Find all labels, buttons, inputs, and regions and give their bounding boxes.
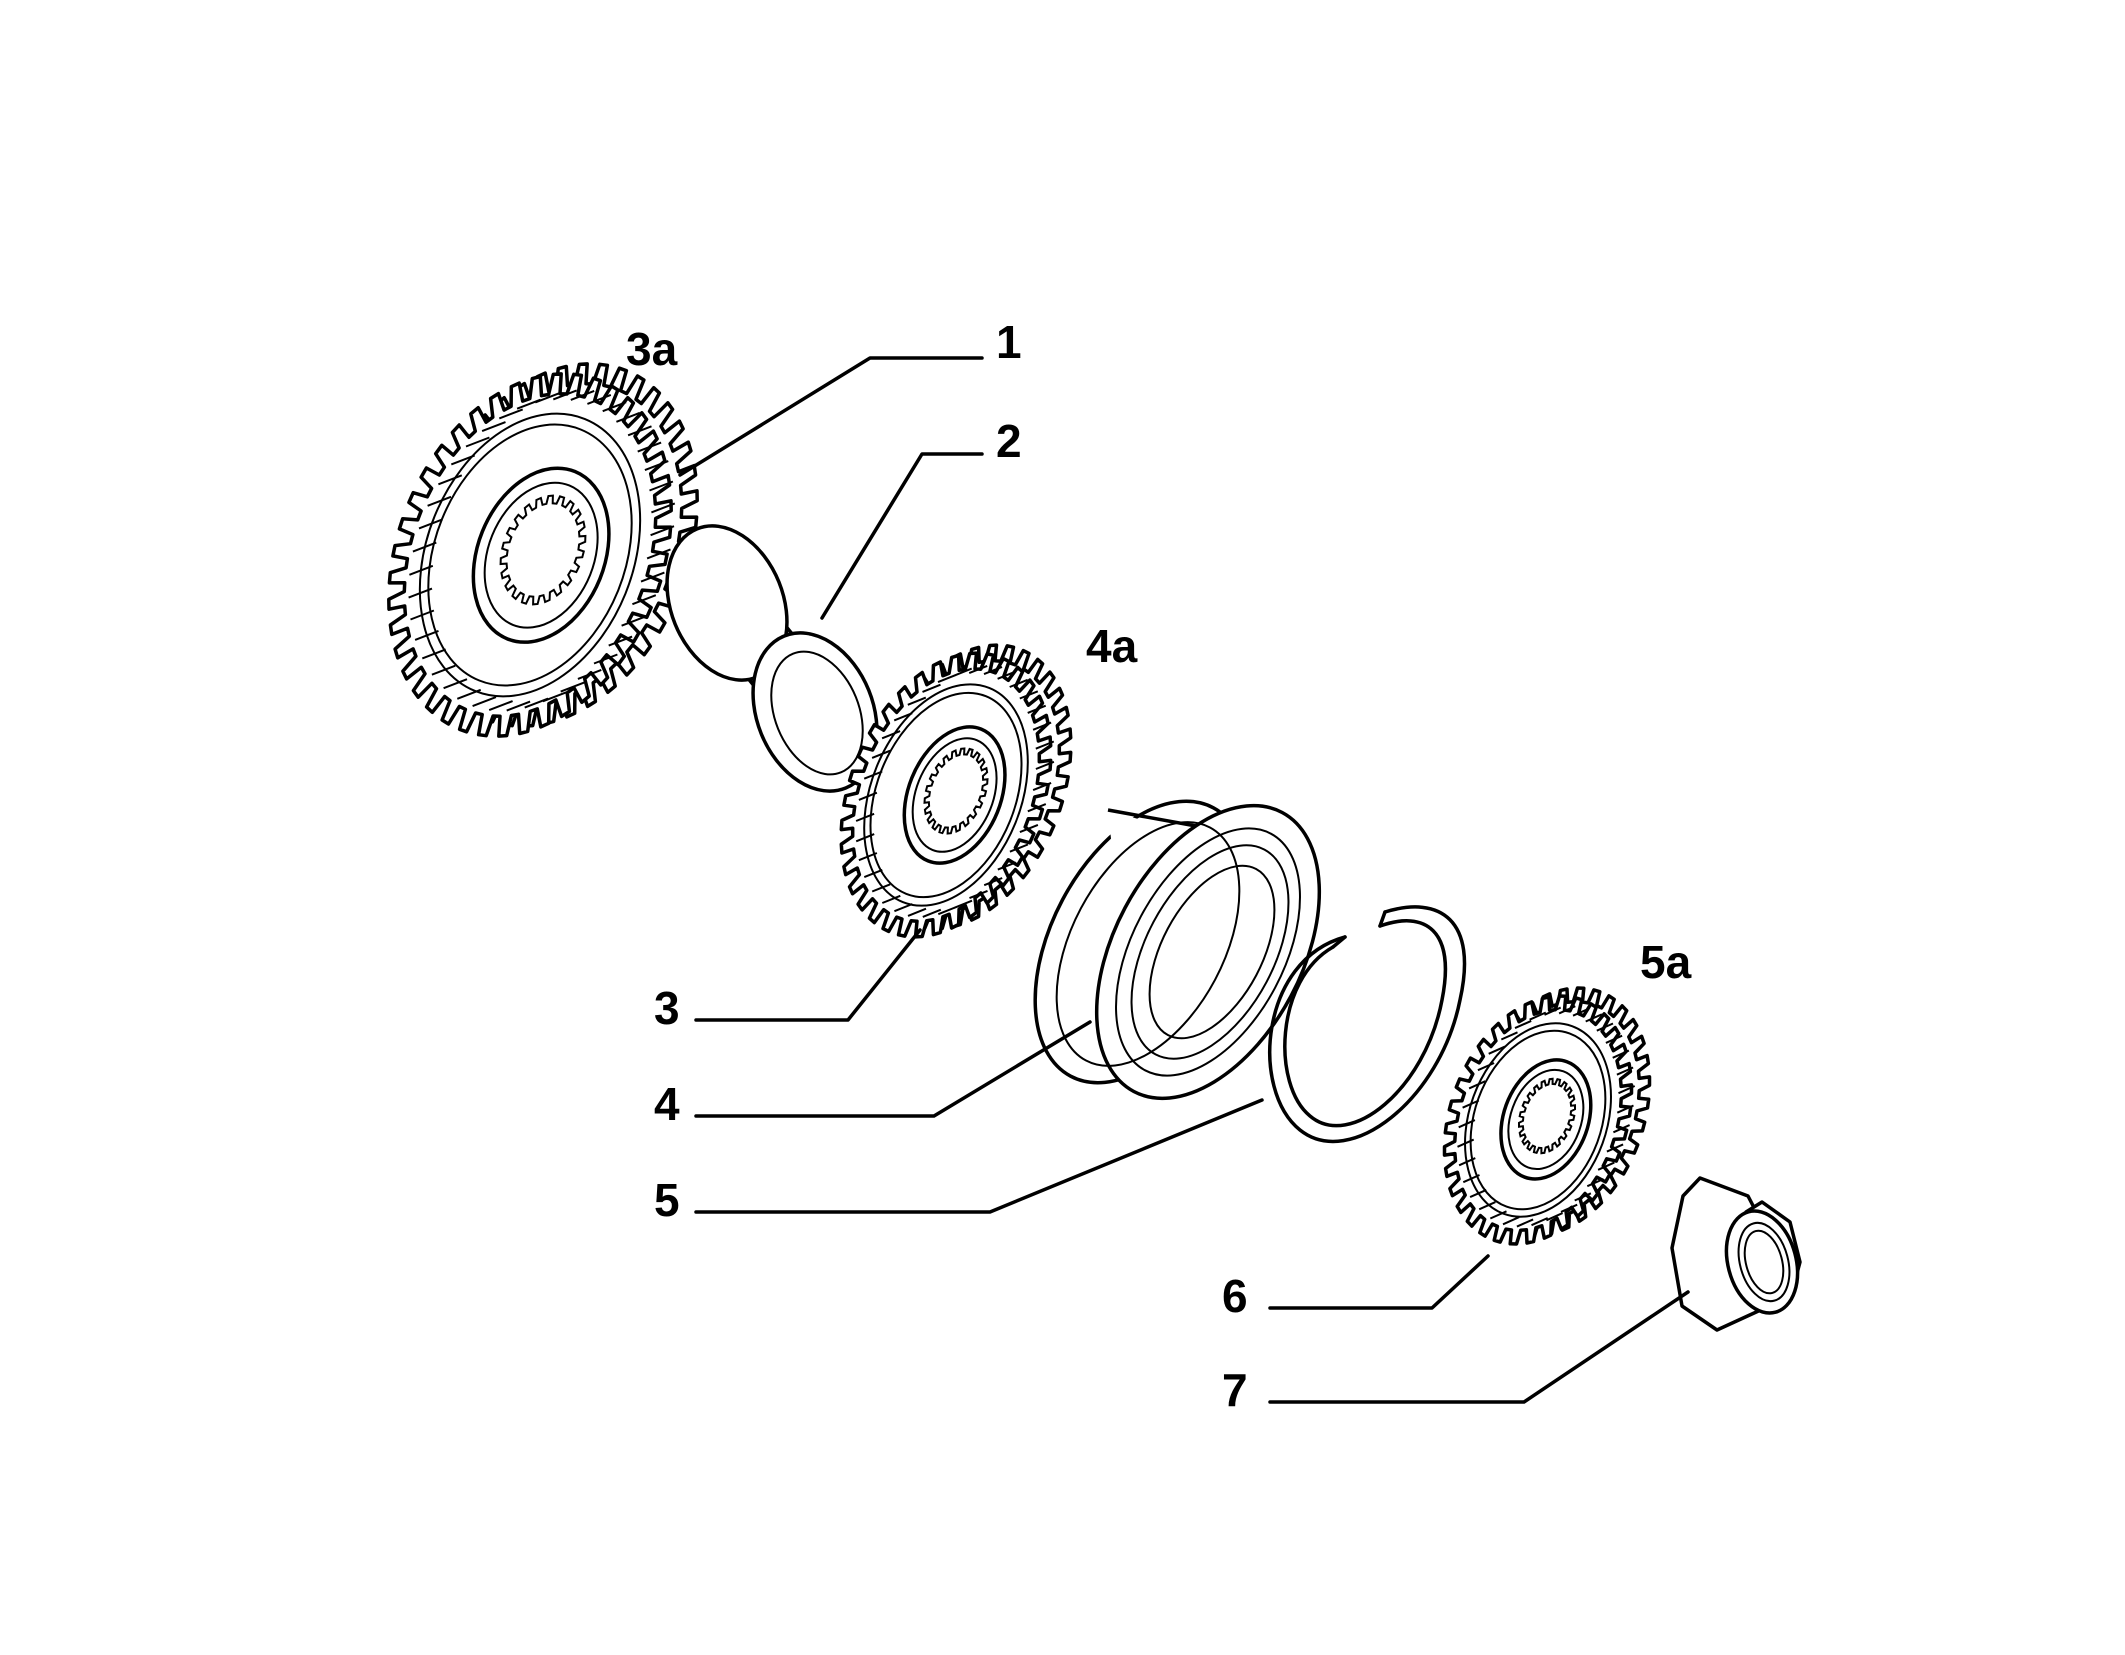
leader-lines — [678, 356, 1690, 1404]
label-3a: 3a — [626, 323, 678, 375]
label-5: 5 — [654, 1174, 680, 1226]
label-4a: 4a — [1086, 620, 1138, 672]
gear-hub-ring — [1507, 1068, 1585, 1171]
leader-7 — [1268, 1290, 1690, 1404]
label-3: 3 — [654, 982, 680, 1034]
snap-ring-icon — [1268, 905, 1467, 1144]
label-1: 1 — [996, 316, 1022, 368]
label-5a: 5a — [1640, 936, 1692, 988]
gear-ring — [427, 423, 633, 687]
gear-spline-bore — [499, 494, 587, 606]
gear-ring — [869, 691, 1023, 899]
label-2: 2 — [996, 415, 1022, 467]
gear-5a-icon — [1442, 986, 1652, 1246]
gear-spline-bore — [923, 747, 989, 835]
gear-3a-icon — [387, 362, 699, 738]
label-7: 7 — [1222, 1364, 1248, 1416]
leader-2 — [820, 452, 984, 620]
label-6: 6 — [1222, 1270, 1248, 1322]
gear-hub-ring — [483, 481, 599, 629]
label-4: 4 — [654, 1078, 680, 1130]
bushing-icon — [665, 524, 879, 793]
leader-6 — [1268, 1254, 1490, 1310]
gear-ring — [1469, 1029, 1607, 1211]
callout-labels: 3a 1 2 4a 5a 3 4 5 6 7 — [626, 316, 1692, 1416]
gear-hub-ring — [911, 737, 998, 853]
gear-4a-icon — [839, 643, 1073, 939]
gear-spline-bore — [1518, 1077, 1576, 1155]
leader-3 — [694, 928, 922, 1022]
gear-ring — [1464, 1022, 1612, 1218]
gear-ring — [418, 412, 642, 698]
hex-nut-icon — [1670, 1176, 1802, 1332]
bearing-icon — [1033, 799, 1322, 1101]
leader-4 — [694, 1020, 1092, 1118]
leader-1 — [678, 356, 984, 477]
gear-ring — [863, 683, 1029, 907]
leader-5 — [694, 1098, 1264, 1214]
